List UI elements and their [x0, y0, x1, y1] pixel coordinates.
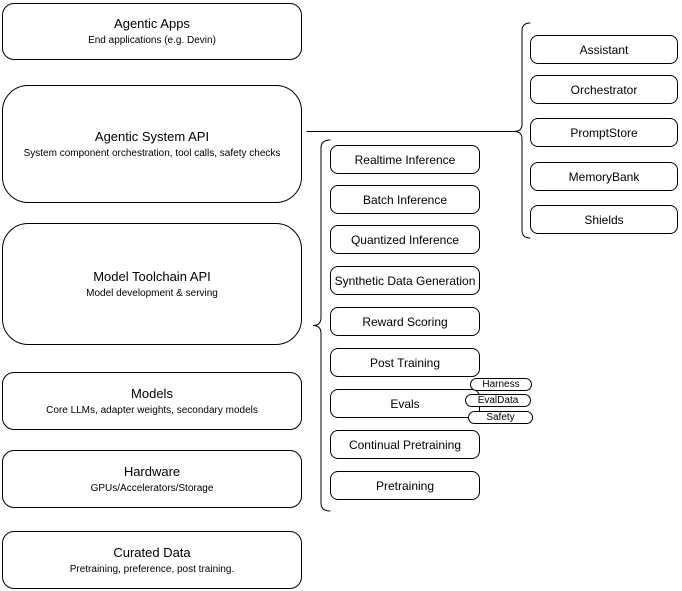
node-orchestrator: Orchestrator	[530, 75, 678, 104]
node-subtitle: Model development & serving	[86, 287, 218, 299]
node-reward-scoring: Reward Scoring	[330, 307, 480, 336]
node-shields: Shields	[530, 205, 678, 234]
node-title: Models	[131, 385, 173, 401]
node-synthetic-data-generation: Synthetic Data Generation	[330, 266, 480, 295]
node-subtitle: Pretraining, preference, post training.	[69, 563, 235, 575]
node-agentic-system-api: Agentic System API System component orch…	[2, 85, 302, 203]
node-curated-data: Curated Data Pretraining, preference, po…	[2, 531, 302, 589]
node-batch-inference: Batch Inference	[330, 185, 480, 214]
node-assistant: Assistant	[530, 35, 678, 64]
node-subtitle: Core LLMs, adapter weights, secondary mo…	[46, 404, 258, 416]
node-pretraining: Pretraining	[330, 471, 480, 500]
node-title: Model Toolchain API	[93, 268, 211, 284]
node-agentic-apps: Agentic Apps End applications (e.g. Devi…	[2, 3, 302, 60]
toolchain-brace	[312, 139, 331, 512]
node-post-training: Post Training	[330, 348, 480, 377]
node-title: Curated Data	[113, 544, 191, 560]
node-quantized-inference: Quantized Inference	[330, 225, 480, 254]
node-model-toolchain-api: Model Toolchain API Model development & …	[2, 223, 302, 345]
system-components-brace	[513, 22, 531, 239]
node-memorybank: MemoryBank	[530, 162, 678, 191]
node-realtime-inference: Realtime Inference	[330, 145, 480, 174]
tag-safety: Safety	[468, 411, 533, 424]
tag-harness: Harness	[470, 378, 532, 391]
node-subtitle: End applications (e.g. Devin)	[88, 35, 216, 46]
node-continual-pretraining: Continual Pretraining	[330, 430, 480, 459]
node-title: Hardware	[123, 463, 181, 479]
tag-evaldata: EvalData	[465, 394, 531, 407]
node-hardware: Hardware GPUs/Accelerators/Storage	[2, 450, 302, 508]
node-evals: Evals	[330, 389, 480, 418]
node-title: Agentic System API	[94, 128, 210, 144]
node-promptstore: PromptStore	[530, 118, 678, 147]
node-subtitle: GPUs/Accelerators/Storage	[90, 482, 214, 494]
node-title: Agentic Apps	[114, 16, 190, 31]
node-subtitle: System component orchestration, tool cal…	[23, 147, 281, 159]
node-models: Models Core LLMs, adapter weights, secon…	[2, 372, 302, 430]
